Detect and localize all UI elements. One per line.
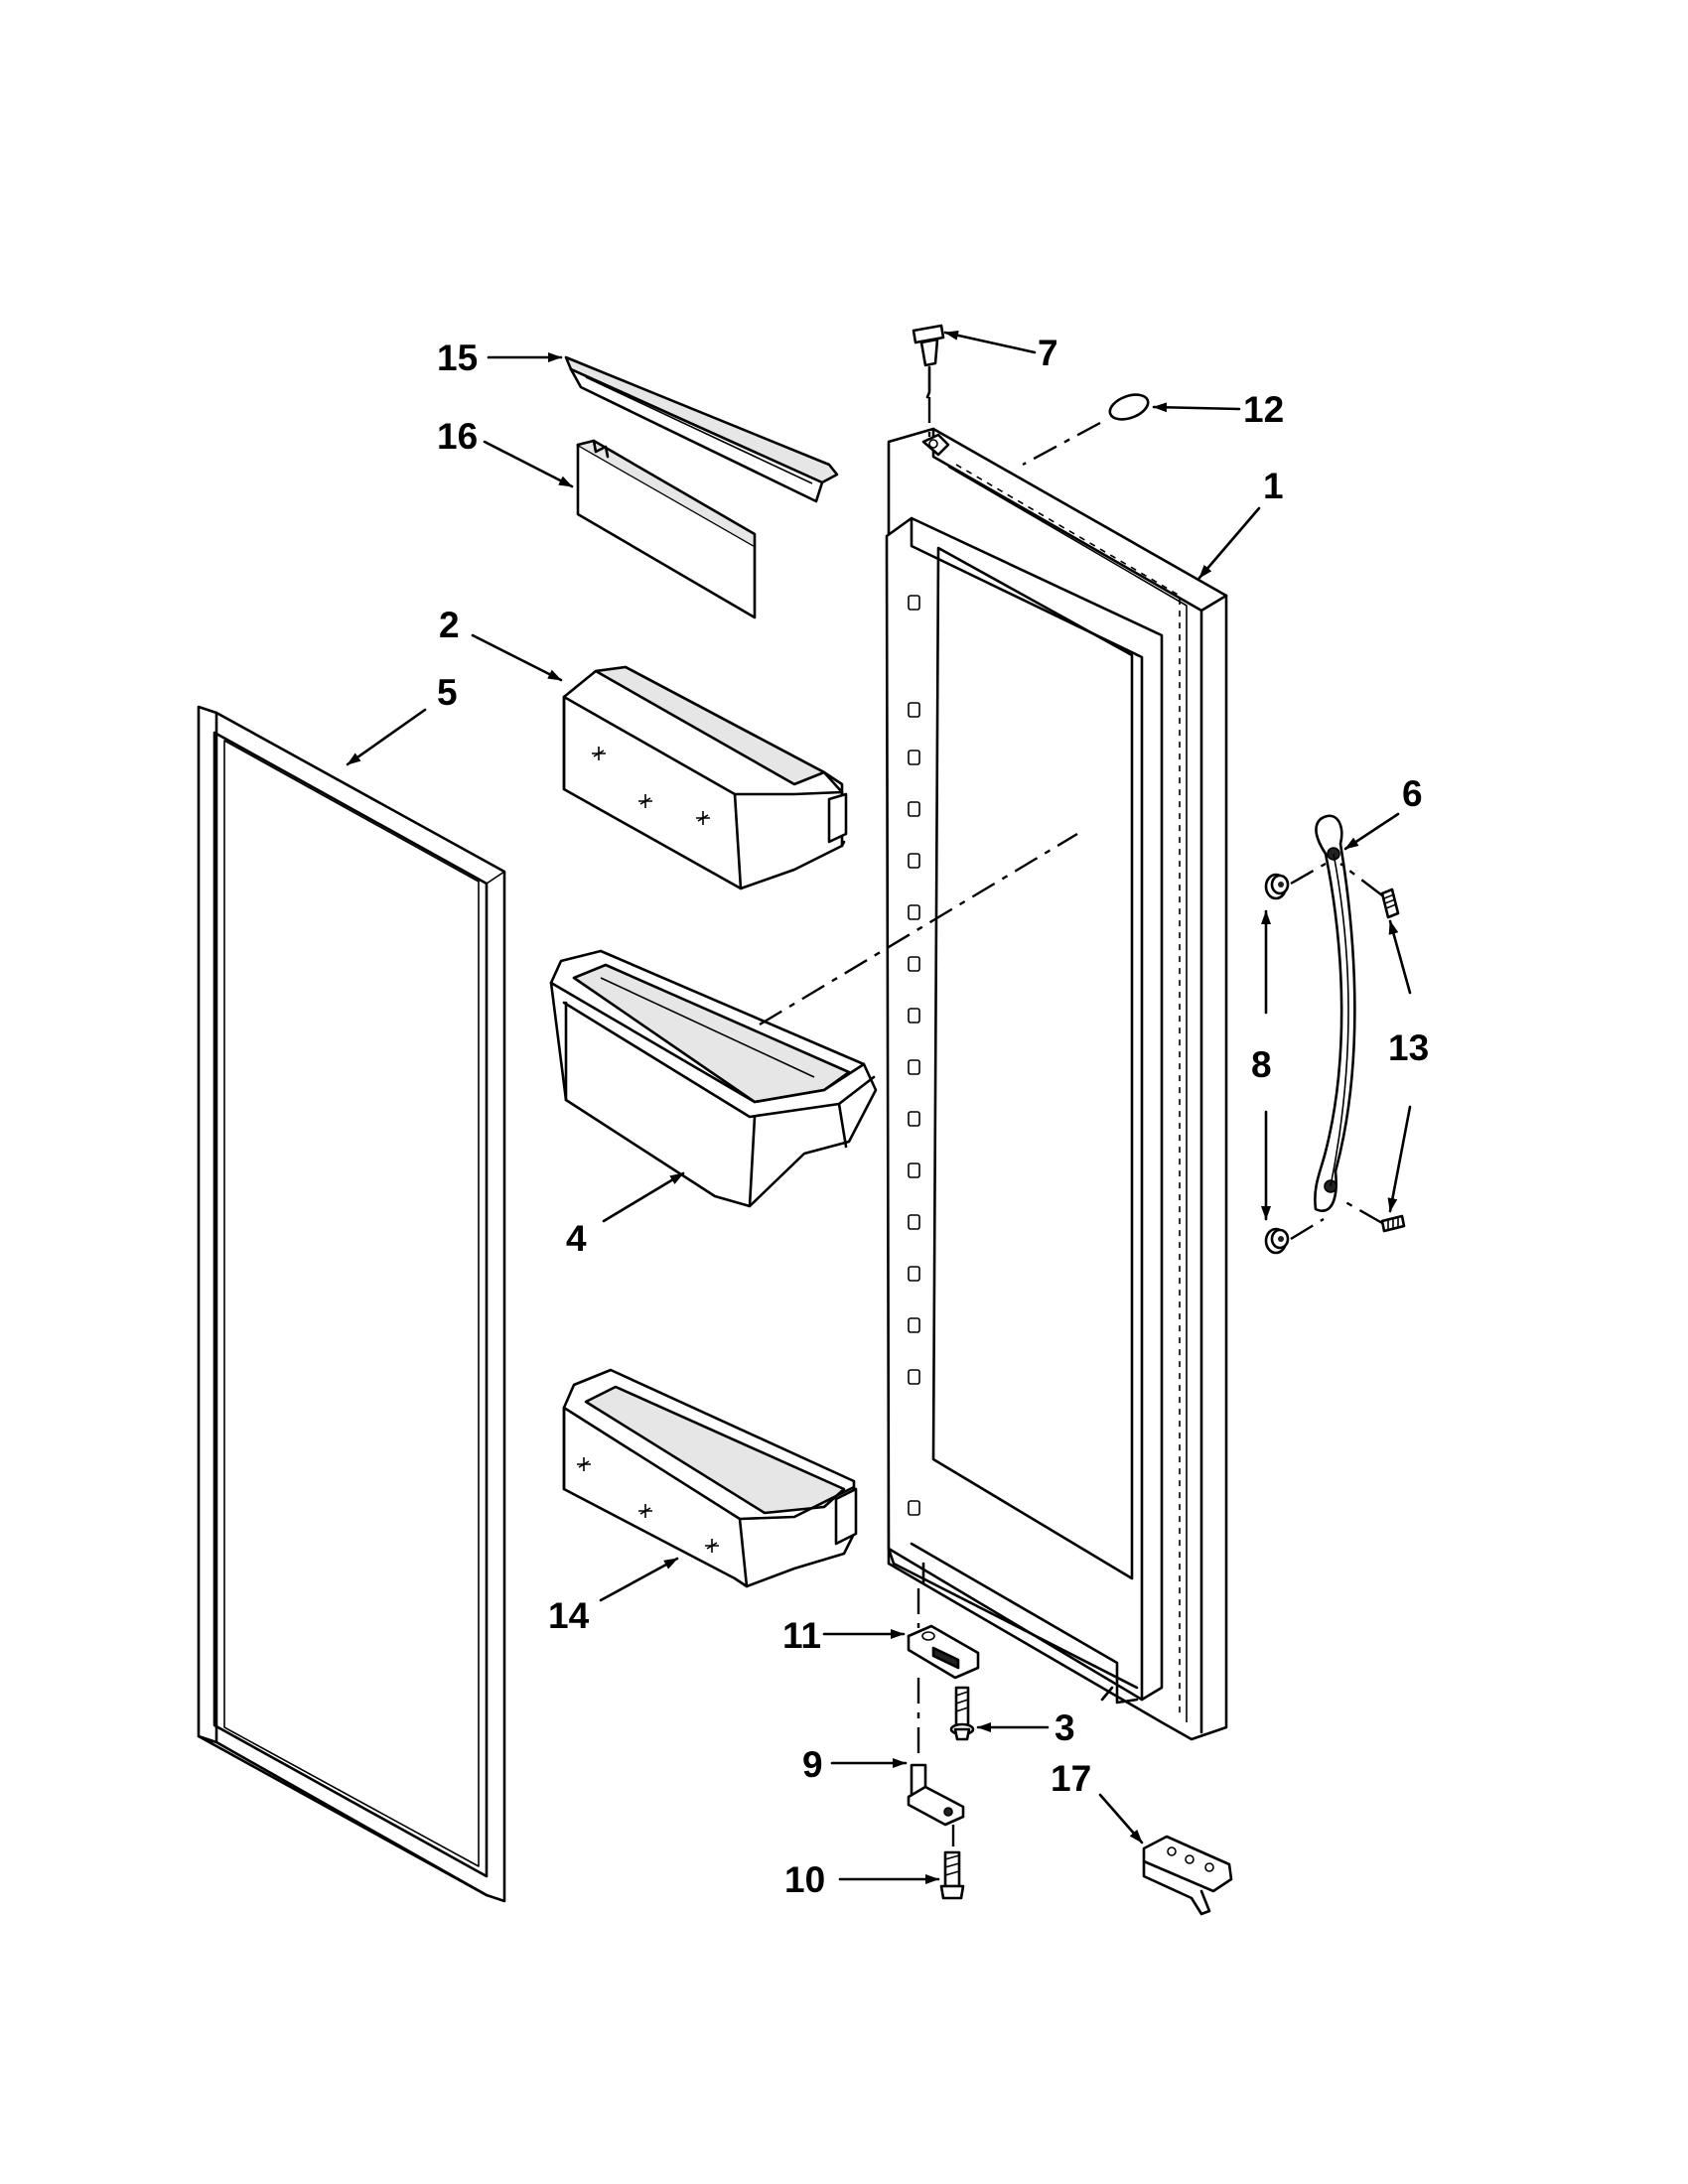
leader-lines <box>346 330 1412 1884</box>
callout-15: 15 <box>437 338 478 378</box>
callout-9: 9 <box>802 1744 823 1785</box>
callout-12: 12 <box>1243 389 1284 430</box>
set-screws <box>1339 863 1406 1233</box>
hinge-pin-top <box>912 324 945 437</box>
callout-5: 5 <box>437 672 458 713</box>
callout-10: 10 <box>784 1859 825 1900</box>
callout-16: 16 <box>437 416 478 457</box>
shelf-cover <box>564 355 839 503</box>
door-assembly <box>885 427 1228 1741</box>
callout-13: 13 <box>1388 1027 1429 1068</box>
door-handle <box>1314 814 1356 1212</box>
callout-2: 2 <box>439 605 460 645</box>
dairy-compartment <box>562 665 848 890</box>
callout-labels: 1 2 3 4 5 6 7 8 9 10 11 12 13 14 15 16 1… <box>437 333 1429 1900</box>
shelf-front <box>576 439 757 619</box>
alignment-line-bins <box>759 832 1078 1026</box>
callout-14: 14 <box>548 1595 590 1636</box>
callout-3: 3 <box>1055 1707 1075 1748</box>
callout-8: 8 <box>1251 1044 1272 1085</box>
callout-17: 17 <box>1051 1758 1091 1799</box>
hinge-pin-lower <box>907 1678 965 1827</box>
screw-lower <box>939 1825 965 1900</box>
callout-1: 1 <box>1263 466 1284 506</box>
door-bin-lower <box>562 1368 858 1588</box>
callout-7: 7 <box>1038 333 1058 373</box>
door-bin-middle <box>549 949 878 1208</box>
screw <box>949 1686 975 1741</box>
bracket <box>1142 1835 1233 1916</box>
hinge-bracket-lower <box>907 1588 980 1680</box>
callout-11: 11 <box>782 1615 821 1656</box>
handle-bushing <box>1264 862 1327 1255</box>
door-gasket <box>197 705 506 1903</box>
callout-4: 4 <box>566 1218 587 1259</box>
callout-6: 6 <box>1402 773 1423 814</box>
hinge-ring <box>1022 393 1150 467</box>
